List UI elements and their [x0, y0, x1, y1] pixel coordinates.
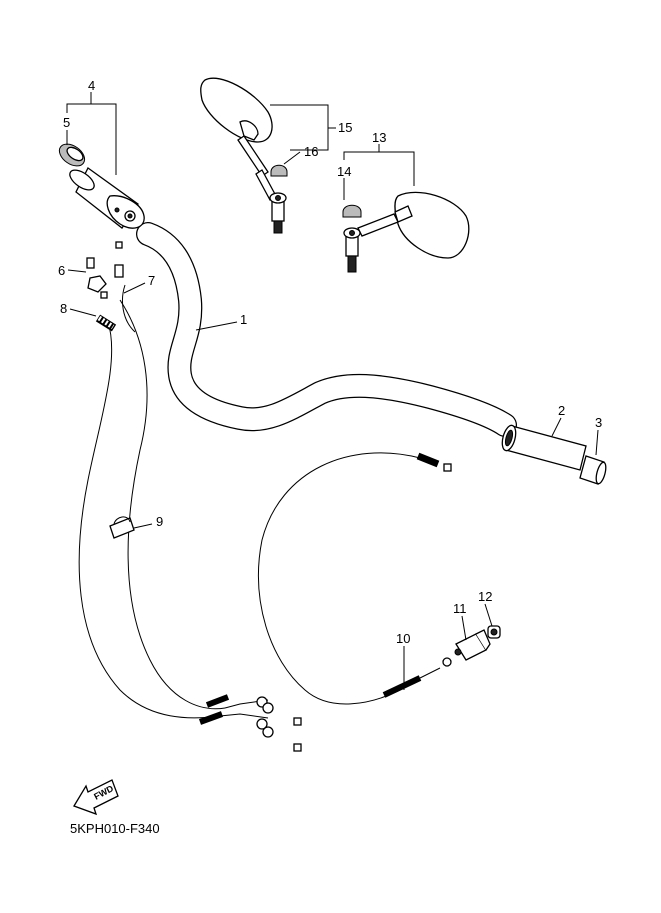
diagram-code: 5KPH010-F340 [70, 821, 160, 836]
clutch-adjuster [454, 625, 501, 661]
part-number-13: 13 [372, 130, 386, 145]
right-mirror [343, 191, 470, 273]
part-number-14: 14 [337, 164, 351, 179]
part-number-15: 15 [338, 120, 352, 135]
part-number-7: 7 [148, 273, 155, 288]
left-mirror [200, 77, 287, 234]
cable-adjuster [86, 257, 108, 299]
part-number-16: 16 [304, 144, 318, 159]
part-number-9: 9 [156, 514, 163, 529]
part-number-12: 12 [478, 589, 492, 604]
throttle-cables [78, 241, 302, 752]
part-number-5: 5 [63, 115, 70, 130]
part-number-6: 6 [58, 263, 65, 278]
part-number-8: 8 [60, 301, 67, 316]
mirror-cap-left [270, 164, 288, 177]
right-grip [501, 424, 587, 471]
forward-arrow: FWD [73, 779, 119, 816]
part-number-1: 1 [240, 312, 247, 327]
part-number-3: 3 [595, 415, 602, 430]
left-grip-end [58, 143, 86, 167]
grip-end [579, 455, 607, 485]
handlebar [136, 222, 517, 437]
part-number-2: 2 [558, 403, 565, 418]
clutch-cable [258, 452, 452, 705]
mirror-cap-right [342, 204, 362, 218]
leader-lines [66, 92, 599, 690]
part-number-10: 10 [396, 631, 410, 646]
part-number-11: 11 [453, 601, 467, 616]
part-number-4: 4 [88, 78, 95, 93]
left-grip-assembly [69, 167, 145, 229]
cable-clamp [109, 516, 135, 539]
part-labels: 4 5 15 16 13 14 6 7 8 1 2 3 9 12 11 10 [58, 78, 602, 646]
